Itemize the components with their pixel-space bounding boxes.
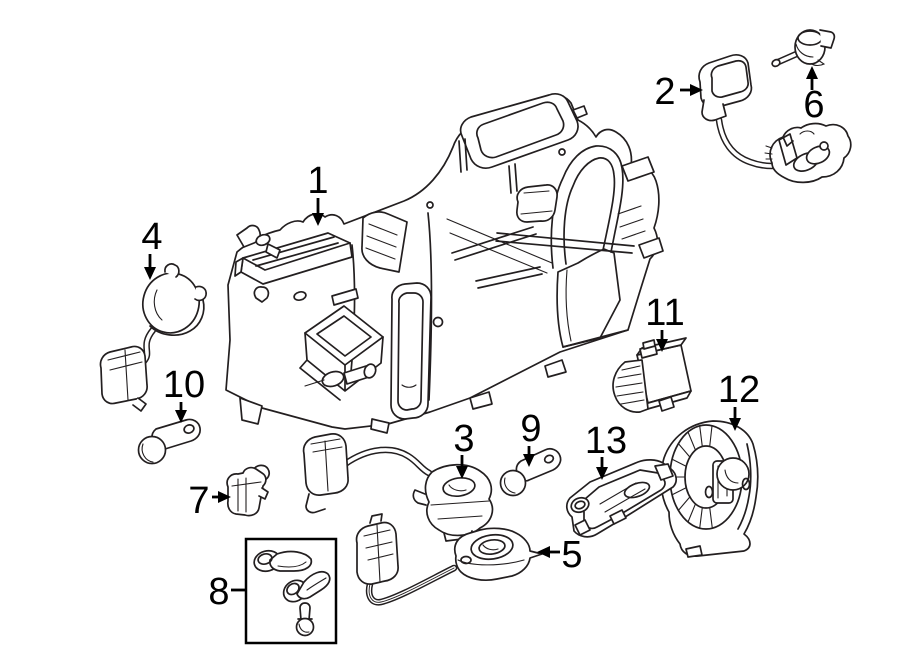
part-6-probe-sensor[interactable] <box>771 29 836 68</box>
callout-1-arrowhead <box>312 213 324 226</box>
callout-5-arrowhead <box>537 546 550 558</box>
callout-11[interactable]: 11 <box>645 292 685 352</box>
part-2-sensor-harness[interactable] <box>698 53 852 184</box>
callout-10-arrowhead <box>175 410 187 423</box>
part-10-link-lever[interactable] <box>137 418 201 465</box>
part-3-connector <box>302 433 349 496</box>
part-9-link-lever[interactable] <box>499 447 562 497</box>
resistor-fins <box>612 359 649 413</box>
callout-4-arrowhead <box>144 267 156 280</box>
callout-9-label[interactable]: 9 <box>520 408 541 450</box>
callout-4[interactable]: 4 <box>141 216 163 280</box>
ribbed-strut <box>361 211 408 273</box>
callout-8-label[interactable]: 8 <box>208 571 229 613</box>
callout-6-arrowhead <box>806 66 818 79</box>
callout-5-label[interactable]: 5 <box>561 534 582 576</box>
part-5-connector <box>355 521 399 585</box>
callout-9-arrowhead <box>523 454 535 467</box>
callout-1[interactable]: 1 <box>307 160 329 226</box>
side-opening <box>390 282 432 420</box>
callout-11-label[interactable]: 11 <box>645 292 684 334</box>
callout-6[interactable]: 6 <box>803 66 825 126</box>
callout-10[interactable]: 10 <box>163 364 205 423</box>
callout-3-arrowhead <box>456 466 468 479</box>
callout-10-label[interactable]: 10 <box>163 364 205 406</box>
part-3-actuator-harness[interactable] <box>302 433 494 542</box>
callout-7-label[interactable]: 7 <box>188 480 209 522</box>
callout-4-label[interactable]: 4 <box>141 216 162 258</box>
part-7-clip[interactable] <box>226 464 271 517</box>
callout-12[interactable]: 12 <box>718 369 760 431</box>
callout-6-label[interactable]: 6 <box>803 84 824 126</box>
callout-1-label[interactable]: 1 <box>307 160 328 202</box>
part-5-actuator-harness[interactable] <box>355 513 543 606</box>
part-1-hvac-housing[interactable] <box>225 92 664 434</box>
callout-7-arrowhead <box>218 491 231 503</box>
callout-9[interactable]: 9 <box>520 408 542 467</box>
part-3-servo <box>424 463 494 537</box>
callout-5[interactable]: 5 <box>537 534 583 576</box>
callout-7[interactable]: 7 <box>188 480 231 522</box>
callout-13[interactable]: 13 <box>585 420 627 480</box>
callout-8[interactable]: 8 <box>208 571 245 613</box>
callout-2-arrowhead <box>690 84 703 96</box>
callout-12-arrowhead <box>729 418 741 431</box>
part-8-hardware-kit[interactable] <box>244 537 338 645</box>
part-13-bracket[interactable] <box>566 459 677 538</box>
part-12-blower-motor[interactable] <box>659 420 759 558</box>
callout-13-arrowhead <box>596 467 608 480</box>
callout-13-label[interactable]: 13 <box>585 420 627 462</box>
part-11-resistor-module[interactable] <box>612 337 692 413</box>
callout-3-label[interactable]: 3 <box>453 418 474 460</box>
callout-12-label[interactable]: 12 <box>718 369 760 411</box>
callout-3[interactable]: 3 <box>453 418 475 479</box>
callout-2[interactable]: 2 <box>654 71 703 113</box>
callout-2-label[interactable]: 2 <box>654 71 675 113</box>
callout-11-arrowhead <box>656 339 668 352</box>
part-4-sensor-cable[interactable] <box>99 263 207 412</box>
housing-lid <box>459 92 579 169</box>
part-4-connector <box>99 345 148 405</box>
